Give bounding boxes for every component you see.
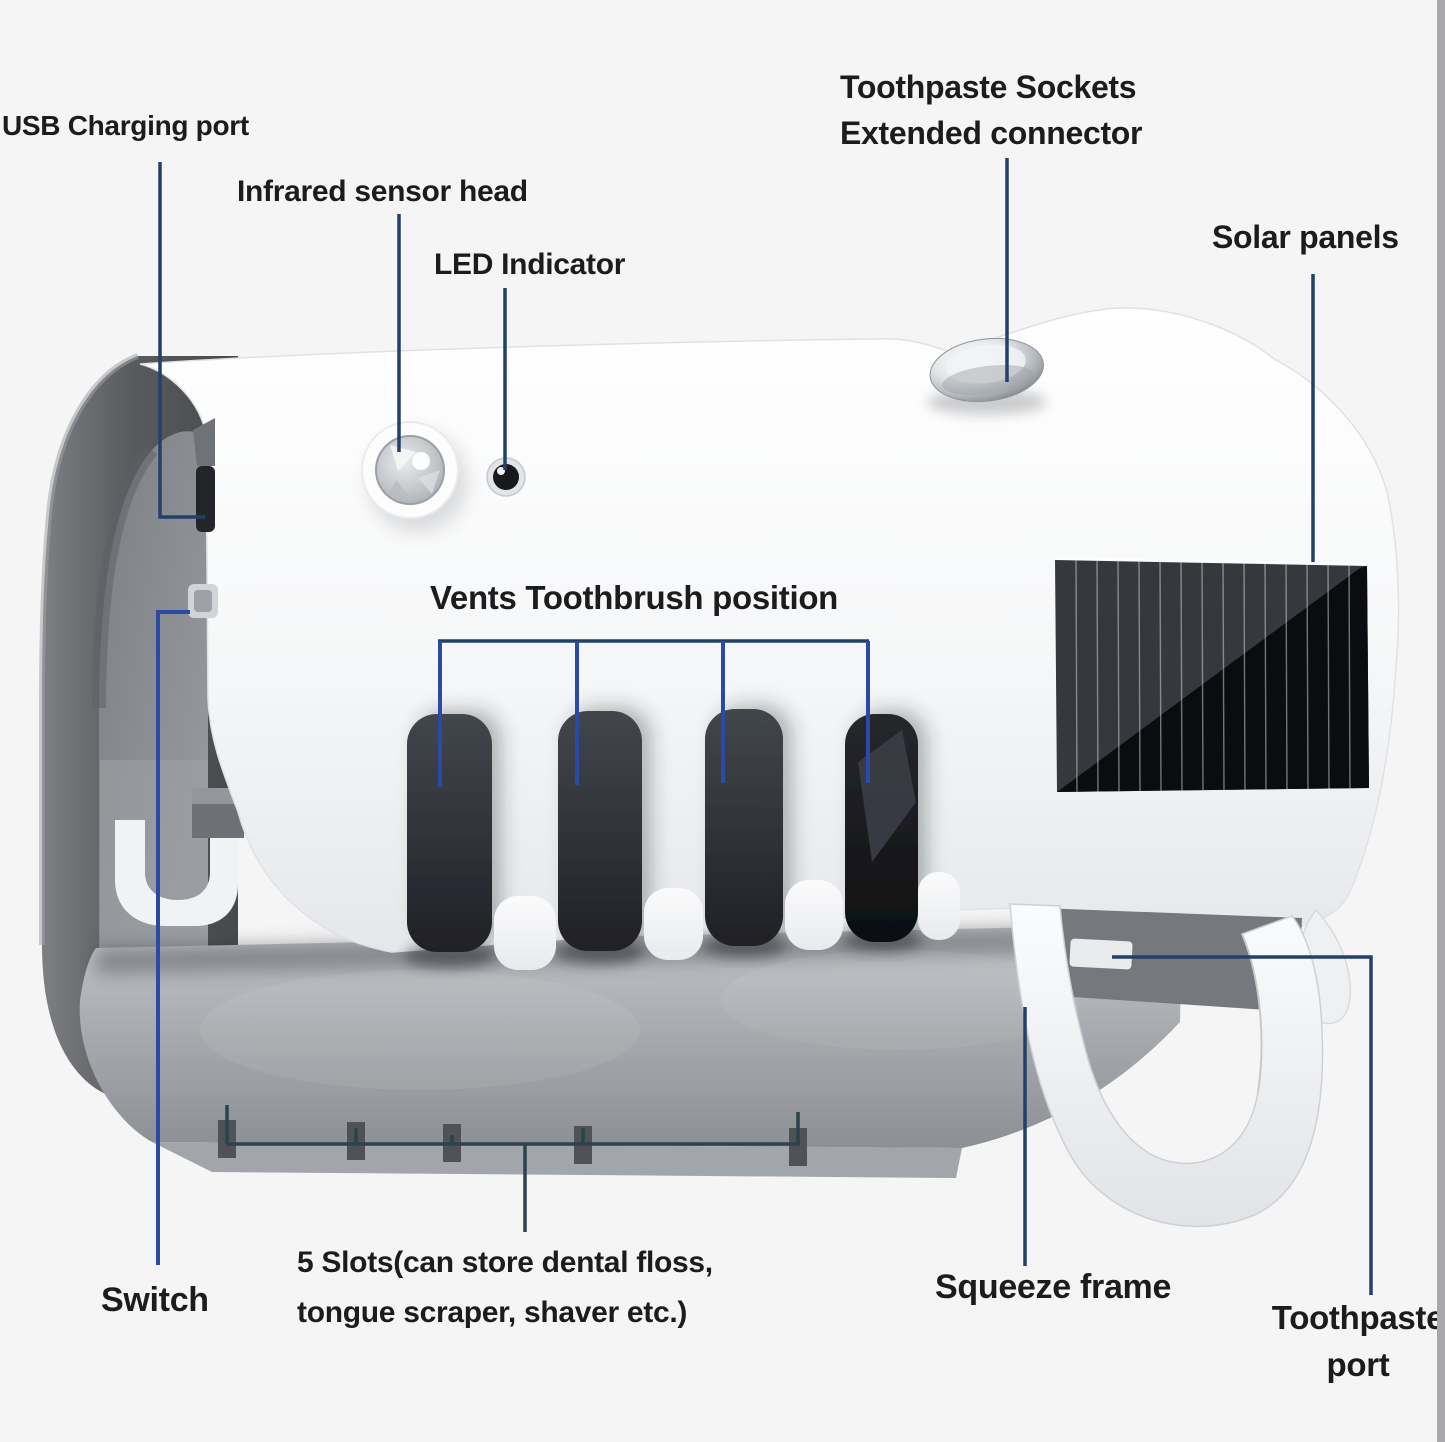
image-edge-strip [1437, 0, 1445, 1442]
vent-slot-2 [558, 711, 642, 951]
label-toothpaste-sockets-line1: Toothpaste Sockets [840, 69, 1137, 105]
divider-tooth [918, 872, 960, 940]
leader-switch [156, 610, 190, 1265]
label-led-indicator: LED Indicator [434, 248, 626, 281]
label-toothpaste-port-line1: Toothpaste [1271, 1299, 1445, 1336]
label-vents-toothbrush-position: Vents Toothbrush position [430, 579, 839, 616]
label-5-slots-line1: 5 Slots(can store dental floss, [297, 1246, 713, 1279]
storage-slot-notches [218, 1120, 807, 1166]
usb-charging-port [196, 466, 215, 532]
leader-lines [156, 158, 1373, 1295]
usb-recess [193, 418, 215, 466]
toothpaste-socket-connector [927, 337, 1047, 415]
divider-tooth [494, 896, 556, 970]
label-switch: Switch [101, 1281, 209, 1319]
label-toothpaste-port: Toothpaste port [1258, 1294, 1445, 1388]
label-solar-panels: Solar panels [1212, 219, 1399, 255]
leader-usb [158, 162, 205, 519]
solar-panel [1054, 557, 1369, 792]
vent-slot-3 [705, 709, 783, 946]
toothpaste-port [1069, 938, 1133, 970]
squeeze-recess [1040, 908, 1302, 1012]
label-squeeze-frame: Squeeze frame [935, 1268, 1172, 1306]
label-5-slots: 5 Slots(can store dental floss, tongue s… [297, 1238, 713, 1338]
label-toothpaste-sockets-line2: Extended connector [840, 115, 1143, 151]
leader-toothpaste-port [1112, 955, 1373, 1295]
divider-tooth [785, 880, 843, 950]
squeeze-frame-assembly [1009, 903, 1351, 1228]
toothbrush-vent-slots [404, 709, 960, 970]
squeeze-frame [1009, 903, 1324, 1228]
vent-slot-1 [407, 714, 492, 952]
led-indicator [486, 457, 526, 497]
label-usb-charging-port: USB Charging port [2, 110, 249, 141]
label-infrared-sensor-head: Infrared sensor head [237, 175, 528, 208]
label-toothpaste-port-line2: port [1326, 1346, 1390, 1383]
label-toothpaste-sockets: Toothpaste Sockets Extended connector [840, 64, 1143, 156]
infrared-sensor [361, 421, 468, 532]
label-5-slots-line2: tongue scraper, shaver etc.) [297, 1296, 688, 1329]
divider-tooth [644, 888, 703, 960]
